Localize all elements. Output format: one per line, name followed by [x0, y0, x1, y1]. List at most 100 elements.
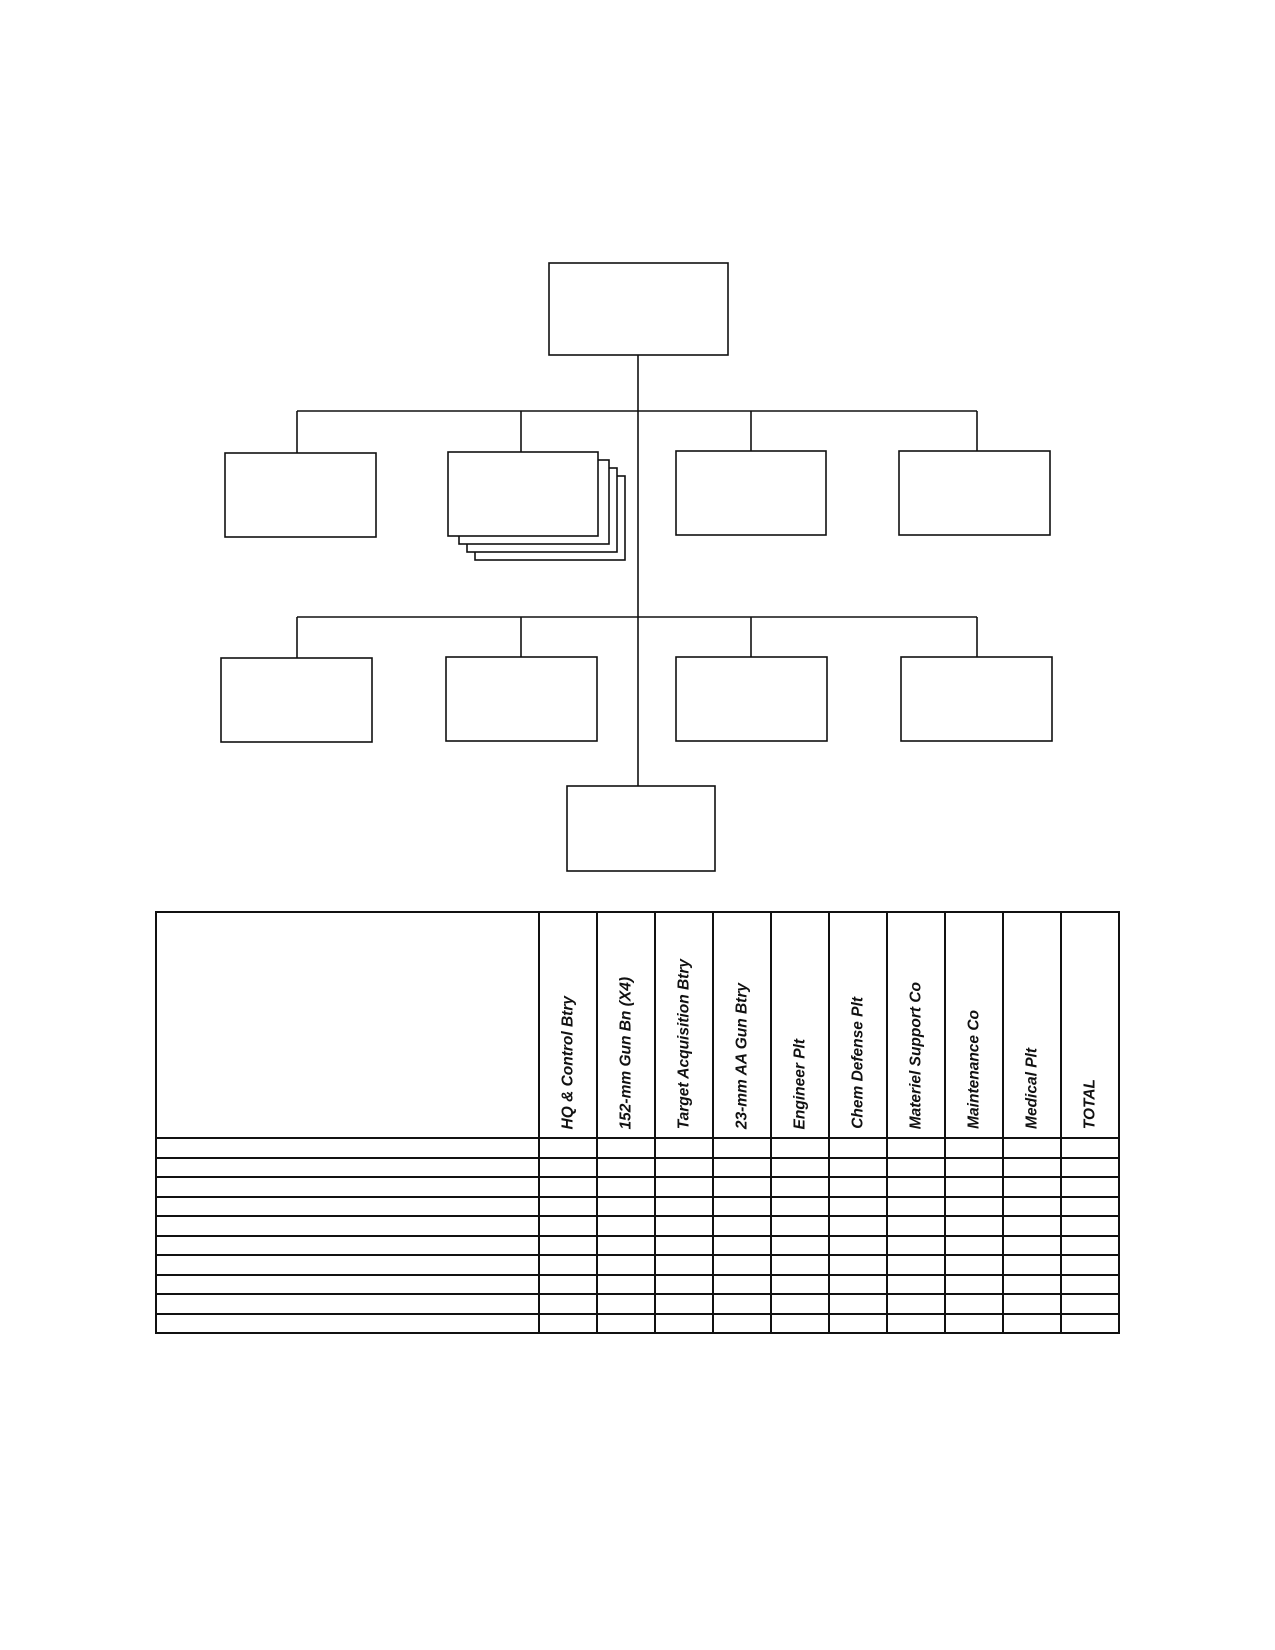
table-row — [155, 1156, 1120, 1178]
table-cell — [596, 1176, 656, 1198]
table-cell — [828, 1176, 888, 1198]
row-label-cell — [155, 1195, 540, 1217]
table-cell — [944, 1293, 1004, 1315]
table-cell — [654, 1176, 714, 1198]
table-cell — [944, 1234, 1004, 1256]
table-cell — [712, 1156, 772, 1178]
column-header-8: Medical Plt — [1002, 911, 1062, 1139]
table-cell — [1002, 1234, 1062, 1256]
table-cell — [886, 1215, 946, 1237]
row-label-cell — [155, 1137, 540, 1159]
table-cell — [1002, 1156, 1062, 1178]
table-cell — [1002, 1137, 1062, 1159]
table-cell — [712, 1254, 772, 1276]
table-cell — [538, 1215, 598, 1237]
table-row — [155, 1273, 1120, 1295]
column-header-7: Maintenance Co — [944, 911, 1004, 1139]
table-cell — [886, 1293, 946, 1315]
table-cell — [944, 1273, 1004, 1295]
table-cell — [1060, 1312, 1120, 1334]
column-header-label: Engineer Plt — [791, 1038, 809, 1129]
table-cell — [1002, 1312, 1062, 1334]
table-cell — [770, 1254, 830, 1276]
table-cell — [886, 1195, 946, 1217]
column-header-label: 23-mm AA Gun Btry — [733, 982, 751, 1129]
column-header-5: Chem Defense Plt — [828, 911, 888, 1139]
table-cell — [770, 1312, 830, 1334]
table-cell — [712, 1273, 772, 1295]
table-cell — [1060, 1293, 1120, 1315]
row-label-cell — [155, 1176, 540, 1198]
column-header-label: TOTAL — [1081, 1078, 1099, 1129]
table-cell — [770, 1176, 830, 1198]
table-cell — [828, 1312, 888, 1334]
column-header-label: Medical Plt — [1023, 1048, 1041, 1129]
table-cell — [1002, 1195, 1062, 1217]
table-cell — [654, 1273, 714, 1295]
table-cell — [712, 1234, 772, 1256]
table-cell — [944, 1156, 1004, 1178]
table-cell — [596, 1137, 656, 1159]
table-cell — [770, 1234, 830, 1256]
table-cell — [886, 1312, 946, 1334]
table-cell — [944, 1254, 1004, 1276]
table-cell — [712, 1137, 772, 1159]
column-header-6: Materiel Support Co — [886, 911, 946, 1139]
table-body — [155, 1137, 1120, 1334]
table-cell — [828, 1195, 888, 1217]
table-cell — [538, 1137, 598, 1159]
table-cell — [770, 1215, 830, 1237]
table-cell — [1002, 1176, 1062, 1198]
table-cell — [712, 1293, 772, 1315]
org-node-bottom — [566, 785, 716, 872]
org-node-tier1-4 — [898, 450, 1051, 536]
table-cell — [654, 1234, 714, 1256]
org-node-tier2-1 — [220, 657, 373, 743]
org-node-tier1-2 — [447, 451, 599, 537]
table-cell — [538, 1234, 598, 1256]
table-cell — [944, 1195, 1004, 1217]
table-cell — [654, 1293, 714, 1315]
table-cell — [828, 1137, 888, 1159]
table-cell — [886, 1254, 946, 1276]
table-cell — [1060, 1273, 1120, 1295]
table-cell — [770, 1137, 830, 1159]
table-cell — [1002, 1273, 1062, 1295]
table-cell — [944, 1176, 1004, 1198]
org-chart — [220, 262, 1053, 872]
table-row — [155, 1195, 1120, 1217]
org-node-top — [548, 262, 729, 356]
org-node-tier1-1 — [224, 452, 377, 538]
table-cell — [596, 1273, 656, 1295]
table-row — [155, 1215, 1120, 1237]
table-cell — [1060, 1254, 1120, 1276]
column-header-2: Target Acquisition Btry — [654, 911, 714, 1139]
table-cell — [1060, 1195, 1120, 1217]
table-cell — [1002, 1293, 1062, 1315]
column-header-label: Target Acquisition Btry — [675, 958, 693, 1129]
table-cell — [828, 1156, 888, 1178]
table-cell — [886, 1137, 946, 1159]
table-cell — [654, 1156, 714, 1178]
table-cell — [828, 1293, 888, 1315]
table-cell — [828, 1254, 888, 1276]
column-header-0: HQ & Control Btry — [538, 911, 598, 1139]
table-cell — [654, 1254, 714, 1276]
table-cell — [654, 1312, 714, 1334]
row-label-cell — [155, 1234, 540, 1256]
org-node-tier1-2-stack — [447, 451, 626, 561]
table-cell — [886, 1176, 946, 1198]
table-row — [155, 1293, 1120, 1315]
table-cell — [654, 1215, 714, 1237]
table-cell — [1060, 1176, 1120, 1198]
table-cell — [1002, 1254, 1062, 1276]
table-cell — [538, 1195, 598, 1217]
table-cell — [770, 1156, 830, 1178]
table-row — [155, 1254, 1120, 1276]
table-cell — [596, 1156, 656, 1178]
table-cell — [828, 1215, 888, 1237]
row-label-cell — [155, 1254, 540, 1276]
table-cell — [1060, 1234, 1120, 1256]
table-cell — [944, 1137, 1004, 1159]
org-node-tier2-3 — [675, 656, 828, 742]
